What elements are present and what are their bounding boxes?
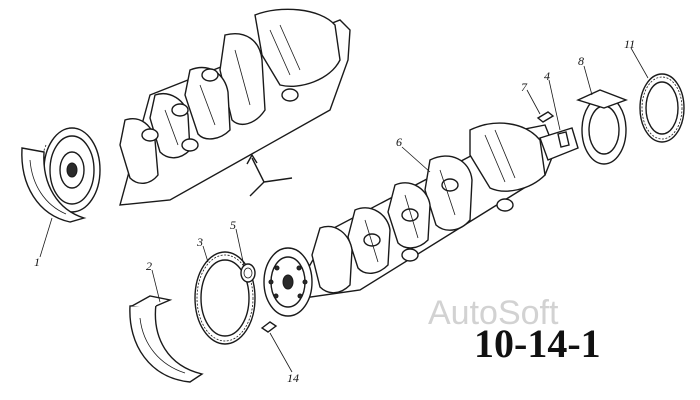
thrust-washer-upper — [21, 147, 87, 223]
lower-crankshaft — [263, 122, 579, 317]
callout-11: 11 — [624, 37, 635, 51]
callout-4: 4 — [544, 69, 550, 83]
callout-7: 7 — [521, 80, 528, 94]
rear-ring-gear — [639, 73, 685, 143]
callout-2: 2 — [146, 259, 152, 273]
small-gear — [240, 263, 256, 283]
callout-5: 5 — [230, 218, 236, 232]
figure-number: 10-14-1 — [474, 321, 601, 366]
woodruff-key — [260, 321, 278, 333]
watermark: AutoSoft — [428, 294, 559, 332]
upper-crankshaft — [41, 8, 351, 213]
direction-arrow — [246, 154, 293, 197]
callout-6: 6 — [396, 135, 402, 149]
seal-housing — [576, 89, 628, 165]
callout-3: 3 — [196, 235, 203, 249]
ring-gear — [194, 251, 256, 345]
leader-lines — [39, 47, 649, 373]
callout-8: 8 — [578, 54, 584, 68]
thrust-washer-lower — [129, 295, 204, 383]
small-key — [536, 111, 555, 123]
dowel-pin — [557, 131, 570, 148]
callout-1: 1 — [34, 255, 40, 269]
callout-14: 14 — [287, 371, 299, 385]
